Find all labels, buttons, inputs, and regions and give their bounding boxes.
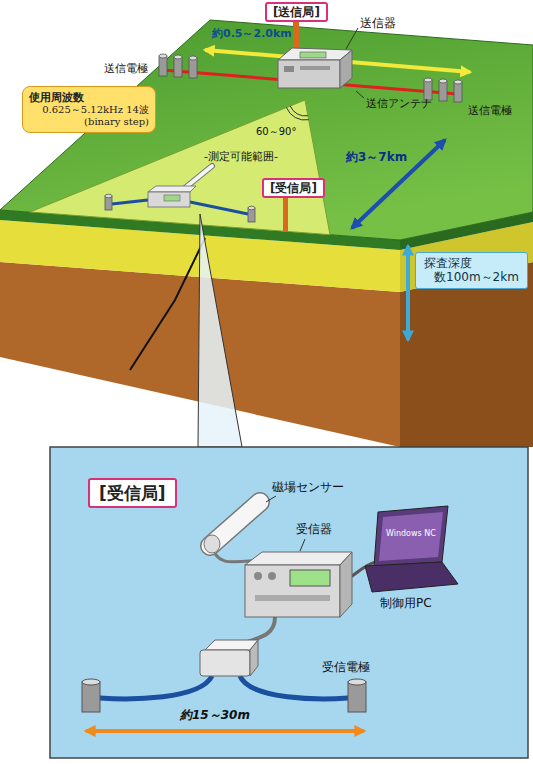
leader-line bbox=[300, 539, 305, 551]
device-screen bbox=[300, 52, 326, 58]
dimension-label: 約3～7km bbox=[346, 150, 407, 164]
box-heading: 使用周波数 bbox=[29, 91, 149, 104]
junction-side bbox=[250, 640, 258, 676]
part-label: 制御用PC bbox=[380, 596, 432, 610]
span-arrow bbox=[86, 729, 364, 733]
receive-wire bbox=[240, 676, 348, 699]
sensor-end bbox=[204, 535, 220, 553]
electrode-top bbox=[454, 80, 462, 84]
station-heading: [受信局] bbox=[88, 478, 177, 508]
junction-top bbox=[205, 640, 258, 650]
part-label: 送信電極 bbox=[468, 104, 512, 117]
electrode-top bbox=[439, 79, 447, 83]
electrode-top bbox=[348, 679, 366, 685]
receiver-device bbox=[148, 192, 190, 207]
electrode-top bbox=[105, 194, 112, 198]
leader-line bbox=[346, 28, 358, 49]
device-panel bbox=[255, 595, 330, 601]
electrode bbox=[348, 682, 366, 712]
depth-arrow bbox=[406, 246, 410, 340]
callout-wedge bbox=[198, 214, 242, 447]
station-tag: [受信局] bbox=[262, 178, 325, 198]
laptop-screen bbox=[374, 506, 448, 566]
device-screen bbox=[290, 570, 330, 586]
part-label: 磁場センサー bbox=[272, 480, 344, 494]
knob bbox=[268, 572, 276, 580]
transmit-electrodes-left bbox=[159, 54, 197, 78]
box-heading: [受信局] bbox=[270, 181, 317, 195]
box-heading: 探査深度 bbox=[424, 256, 519, 270]
box-body: 数100m～2km bbox=[424, 270, 519, 284]
part-label: 送信電極 bbox=[104, 62, 148, 75]
electrode bbox=[454, 82, 462, 102]
device-front bbox=[278, 60, 340, 88]
leader-line bbox=[266, 496, 276, 502]
electrode-top bbox=[424, 78, 432, 82]
screen-text: Windows NC bbox=[386, 529, 436, 539]
electrode-top bbox=[189, 56, 197, 60]
inset-panel bbox=[50, 447, 528, 758]
fault-line bbox=[130, 238, 205, 370]
device-panel bbox=[300, 66, 330, 70]
device-side bbox=[340, 50, 352, 88]
box-heading: [受信局] bbox=[99, 483, 166, 503]
part-label: 受信電極 bbox=[322, 660, 370, 674]
electrode bbox=[189, 58, 197, 78]
device-panel bbox=[284, 66, 294, 72]
electrode-top bbox=[248, 206, 255, 210]
dimension-label: 約15～30m bbox=[180, 708, 250, 722]
station-tag: [送信局] bbox=[265, 2, 328, 22]
electrode-top bbox=[159, 54, 167, 58]
box-heading: [送信局] bbox=[273, 5, 320, 19]
transmitter-device bbox=[278, 48, 352, 88]
laptop-display bbox=[379, 512, 443, 561]
device-top bbox=[148, 186, 196, 192]
receiver-device bbox=[245, 565, 340, 617]
receive-wire bbox=[190, 202, 248, 214]
electrode bbox=[159, 56, 167, 76]
depth-box: 探査深度数100m～2km bbox=[415, 252, 528, 289]
device-screen bbox=[164, 195, 180, 201]
box-body: 0.625～5.12kHz 14波 (binary step) bbox=[29, 104, 149, 128]
part-label: 送信器 bbox=[360, 16, 396, 30]
ground-top bbox=[0, 20, 533, 240]
area-label: -測定可能範囲- bbox=[204, 150, 278, 163]
part-label: 送信アンテナ bbox=[366, 97, 432, 110]
leader-line bbox=[356, 91, 364, 98]
station-pole bbox=[283, 197, 288, 232]
knob bbox=[254, 572, 262, 580]
electrode bbox=[82, 682, 100, 712]
part-label: 受信器 bbox=[296, 522, 332, 536]
electrode-top bbox=[174, 55, 182, 59]
electrode bbox=[174, 57, 182, 77]
frequency-box: 使用周波数0.625～5.12kHz 14波 (binary step) bbox=[22, 86, 156, 133]
electrode-top bbox=[82, 679, 100, 685]
device-top bbox=[278, 48, 352, 60]
receive-wire bbox=[112, 200, 148, 204]
laptop-base bbox=[365, 562, 458, 592]
dimension-label: 約0.5～2.0km bbox=[212, 27, 292, 40]
receive-wire bbox=[100, 676, 212, 699]
electrode bbox=[439, 81, 447, 101]
junction-box bbox=[200, 650, 250, 676]
angle-label: 60～90° bbox=[256, 126, 296, 138]
right-face-soil bbox=[400, 262, 533, 447]
angle-arc bbox=[290, 106, 308, 116]
device-side bbox=[340, 552, 352, 617]
device-top bbox=[245, 552, 352, 565]
